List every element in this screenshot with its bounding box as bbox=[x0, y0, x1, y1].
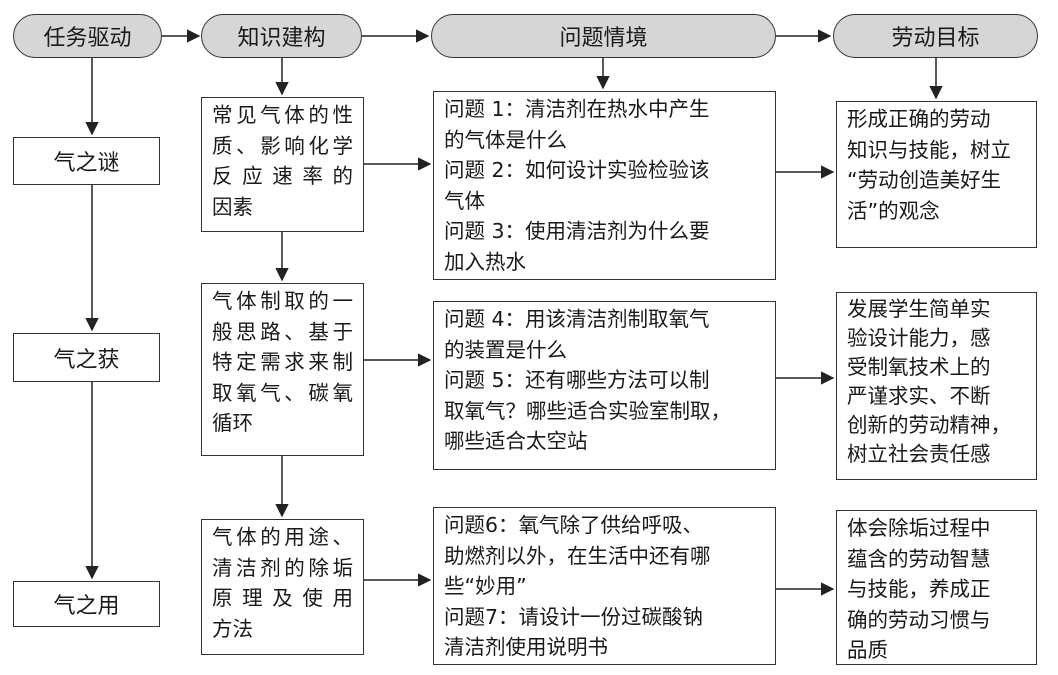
goal-box-3: 体会除垢过程中 蕴含的劳动智慧 与技能，养成正 确的劳动习惯与 品质 bbox=[836, 510, 1037, 665]
question-3-line: 问题7：请设计一份过碳酸钠 bbox=[444, 604, 704, 629]
goal-3-line: 体会除垢过程中 bbox=[847, 516, 991, 540]
question-2-line: 问题 4：用该清洁剂制取氧气 bbox=[444, 307, 710, 331]
knowledge-2-line: 般思路、基于 bbox=[212, 319, 353, 344]
goal-2-line: 严谨求实、不断 bbox=[847, 384, 991, 408]
goal-2-line: 受制氧技术上的 bbox=[847, 355, 991, 379]
question-box-3: 问题6：氧气除了供给呼吸、 助燃剂以外，在生活中还有哪 些“妙用” 问题7：请设… bbox=[433, 507, 776, 665]
goal-1-line: 活”的观念 bbox=[847, 198, 940, 223]
goal-box-2: 发展学生简单实 验设计能力，感 受制氧技术上的 严谨求实、不断 创新的劳动精神，… bbox=[836, 292, 1037, 480]
question-2-line: 问题 5：还有哪些方法可以制 bbox=[444, 368, 710, 392]
question-1-line: 问题 3：使用清洁剂为什么要 bbox=[444, 219, 710, 243]
knowledge-3-line: 方法 bbox=[212, 616, 253, 641]
question-1-line: 的气体是什么 bbox=[444, 127, 567, 152]
task-box-2: 气之获 bbox=[13, 333, 160, 382]
question-1-line: 问题 1：清洁剂在热水中产生 bbox=[444, 97, 710, 121]
goal-box-1: 形成正确的劳动 知识与技能，树立 “劳动创造美好生 活”的观念 bbox=[836, 101, 1037, 248]
goal-1-line: “劳动创造美好生 bbox=[847, 168, 1002, 192]
header-knowledge-construction: 知识建构 bbox=[201, 14, 362, 58]
knowledge-1-line: 质、影响化学 bbox=[212, 133, 353, 158]
task-box-3: 气之用 bbox=[13, 581, 160, 627]
knowledge-2-line: 气体制取的一 bbox=[212, 289, 353, 313]
knowledge-box-1: 常见气体的性 质、影响化学 反应速率的 因素 bbox=[201, 97, 364, 232]
question-box-2: 问题 4：用该清洁剂制取氧气 的装置是什么 问题 5：还有哪些方法可以制 取氧气… bbox=[433, 301, 776, 470]
goal-3-line: 品质 bbox=[847, 638, 888, 662]
question-3-line: 清洁剂使用说明书 bbox=[444, 635, 608, 659]
goal-1-line: 形成正确的劳动 bbox=[847, 107, 991, 131]
knowledge-3-line: 气体的用途、 bbox=[212, 525, 353, 549]
knowledge-2-line: 特定需求来制 bbox=[212, 350, 353, 374]
goal-2-line: 发展学生简单实 bbox=[847, 297, 991, 321]
goal-2-line: 验设计能力，感 bbox=[847, 326, 991, 350]
question-3-line: 助燃剂以外，在生活中还有哪 bbox=[444, 543, 711, 568]
knowledge-1-line: 因素 bbox=[212, 194, 253, 219]
header-labor-goal: 劳动目标 bbox=[833, 14, 1038, 58]
knowledge-box-3: 气体的用途、 清洁剂的除垢 原理及使用 方法 bbox=[201, 519, 364, 655]
header-problem-situation: 问题情境 bbox=[431, 14, 776, 58]
question-3-line: 问题6：氧气除了供给呼吸、 bbox=[444, 513, 704, 537]
question-1-line: 气体 bbox=[444, 188, 485, 213]
goal-3-line: 确的劳动习惯与 bbox=[847, 607, 991, 632]
goal-3-line: 与技能，养成正 bbox=[847, 577, 991, 601]
knowledge-3-line: 原理及使用 bbox=[212, 586, 353, 610]
goal-2-line: 树立社会责任感 bbox=[847, 442, 991, 466]
goal-1-line: 知识与技能，树立 bbox=[847, 137, 1011, 162]
knowledge-2-line: 取氧气、碳氧 bbox=[212, 380, 353, 405]
knowledge-1-line: 反应速率的 bbox=[212, 164, 353, 188]
goal-3-line: 蕴含的劳动智慧 bbox=[847, 546, 991, 571]
question-2-line: 的装置是什么 bbox=[444, 337, 567, 362]
header-task-driven: 任务驱动 bbox=[13, 14, 162, 58]
knowledge-2-line: 循环 bbox=[212, 411, 253, 435]
knowledge-3-line: 清洁剂的除垢 bbox=[212, 555, 353, 580]
task-box-1: 气之谜 bbox=[13, 137, 160, 185]
knowledge-1-line: 常见气体的性 bbox=[212, 103, 353, 127]
question-3-line: 些“妙用” bbox=[444, 574, 527, 598]
question-1-line: 加入热水 bbox=[444, 249, 526, 274]
question-2-line: 哪些适合太空站 bbox=[444, 429, 588, 453]
knowledge-box-2: 气体制取的一 般思路、基于 特定需求来制 取氧气、碳氧 循环 bbox=[201, 283, 364, 456]
goal-2-line: 创新的劳动精神， bbox=[847, 413, 1011, 437]
question-2-line: 取氧气？哪些适合实验室制取， bbox=[444, 398, 731, 423]
question-1-line: 问题 2：如何设计实验检验该 bbox=[444, 158, 710, 182]
question-box-1: 问题 1：清洁剂在热水中产生 的气体是什么 问题 2：如何设计实验检验该 气体 … bbox=[433, 91, 776, 280]
